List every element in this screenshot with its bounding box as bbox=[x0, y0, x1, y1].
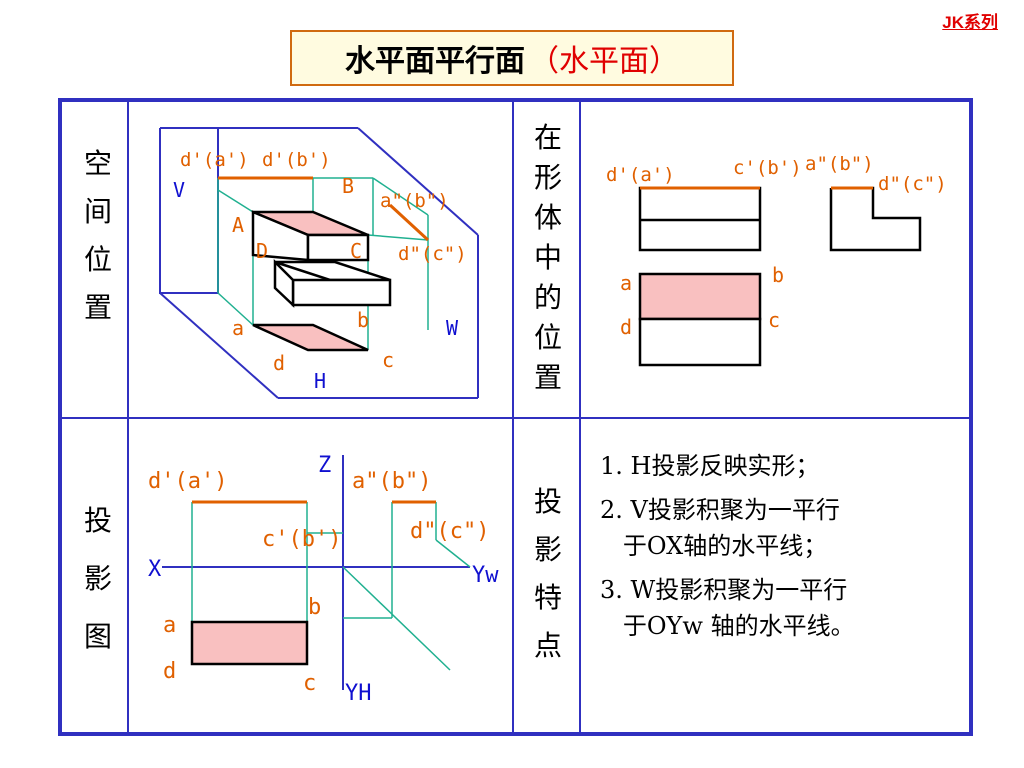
feature-2: 2. V投影积聚为一平行 于OX轴的水平线； bbox=[600, 496, 840, 560]
solid-label-b: b bbox=[772, 263, 784, 287]
label-B: B bbox=[342, 174, 354, 198]
proj-label-Yh: YH bbox=[345, 681, 372, 706]
feature-1: 1. H投影反映实形； bbox=[600, 452, 820, 480]
label-a: a bbox=[232, 316, 244, 340]
solid-label-a: a bbox=[620, 271, 632, 295]
row-label-in-solid: 在形体中的位置 bbox=[533, 121, 562, 394]
proj-label-cv: c'(b') bbox=[262, 527, 341, 552]
solid-label-c: c bbox=[768, 308, 780, 332]
proj-label-dw: d"(c") bbox=[410, 519, 489, 544]
label-dv2: d'(b') bbox=[262, 149, 331, 171]
title-box: 水平面平行面 （水平面） bbox=[290, 30, 734, 86]
projector-lines bbox=[217, 177, 429, 350]
proj-label-d: d bbox=[163, 659, 176, 684]
label-b: b bbox=[357, 308, 369, 332]
series-tag: JK系列 bbox=[942, 13, 998, 32]
row-label-spatial: 空间位置 bbox=[83, 147, 112, 324]
label-dw: d"(c") bbox=[398, 243, 467, 265]
page-title: 水平面平行面 bbox=[345, 44, 525, 79]
label-c: c bbox=[382, 348, 394, 372]
solid-label-d: d bbox=[620, 315, 632, 339]
label-V: V bbox=[173, 178, 185, 202]
proj-label-dv: d'(a') bbox=[148, 469, 227, 494]
solid-views: d'(a') c'(b') a"(b") d"(c") a b c d bbox=[606, 153, 947, 367]
label-dv: d'(a') bbox=[180, 149, 249, 171]
projection-view: Z d'(a') a"(b") c'(b') d"(c") X Yw b a d… bbox=[148, 453, 499, 706]
row-label-features: 投影特点 bbox=[533, 485, 562, 662]
spatial-view: d'(a') d'(b') V B A D C a"(b") d"(c") a … bbox=[159, 127, 479, 399]
label-d: d bbox=[273, 351, 285, 375]
proj-label-aw: a"(b") bbox=[352, 469, 431, 494]
solid-label-aw: a"(b") bbox=[805, 153, 874, 175]
label-C: C bbox=[350, 239, 362, 263]
label-A: A bbox=[232, 213, 244, 237]
projection-features: 1. H投影反映实形； 2. V投影积聚为一平行 于OX轴的水平线； 3. W投… bbox=[600, 448, 980, 652]
proj-label-Z: Z bbox=[318, 453, 331, 478]
row-label-projection: 投影图 bbox=[83, 504, 112, 653]
page-subtitle: （水平面） bbox=[529, 44, 679, 79]
solid-label-cv: c'(b') bbox=[733, 157, 802, 179]
proj-label-c: c bbox=[303, 671, 316, 696]
proj-label-Yw: Yw bbox=[472, 563, 499, 588]
solid-shape bbox=[251, 210, 392, 352]
label-D: D bbox=[256, 239, 268, 263]
feature-3: 3. W投影积聚为一平行 于OYw 轴的水平线。 bbox=[600, 576, 855, 640]
table-frame bbox=[58, 98, 973, 736]
proj-label-b: b bbox=[308, 595, 321, 620]
proj-label-X: X bbox=[148, 557, 162, 582]
solid-label-dw: d"(c") bbox=[878, 173, 947, 195]
label-H: H bbox=[314, 369, 326, 393]
proj-label-a: a bbox=[163, 613, 176, 638]
label-aw: a"(b") bbox=[380, 190, 449, 212]
label-W: W bbox=[446, 316, 459, 340]
solid-label-dv: d'(a') bbox=[606, 164, 675, 186]
